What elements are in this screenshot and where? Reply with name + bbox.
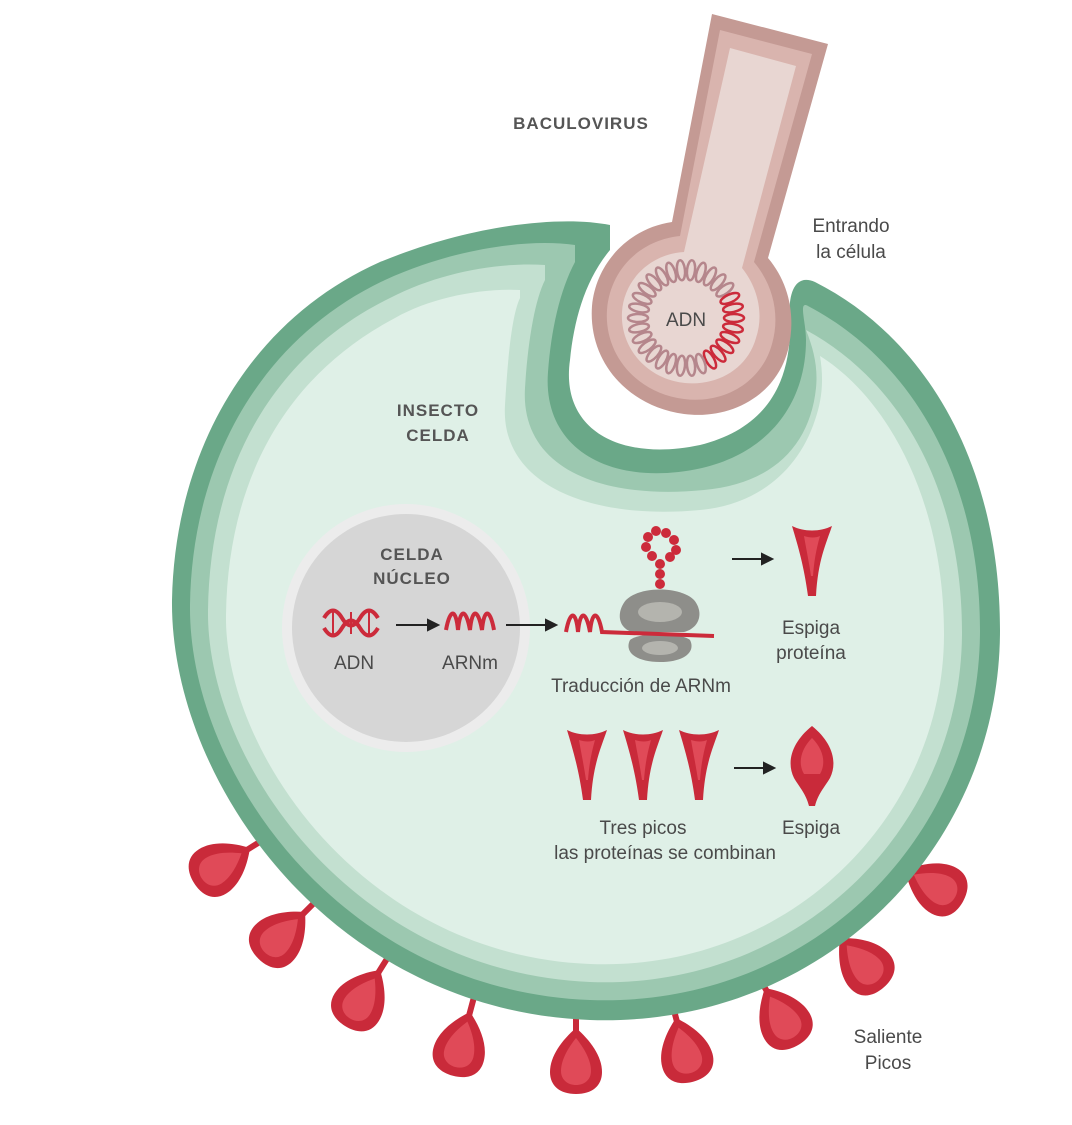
nucleus-dna-label: ADN	[334, 653, 374, 674]
trimer-spike-icon	[790, 726, 834, 806]
dna-coil-turn	[626, 312, 650, 324]
dna-coil-turn	[721, 322, 745, 334]
cell-nucleus: CELDA NÚCLEO ADN ARNm	[282, 504, 530, 752]
protruding-label-line1: Saliente	[854, 1027, 923, 1048]
nucleus-title-line2: NÚCLEO	[373, 569, 451, 588]
translation: Traducción de ARNm Espiga proteína	[506, 526, 846, 697]
dna-coil-turn	[685, 259, 697, 282]
dna-coil-turn	[645, 344, 663, 363]
dna-coil-turn	[637, 338, 657, 355]
mrna-strand-icon	[564, 613, 715, 638]
dna-coil-turn	[715, 338, 735, 355]
arrow-right-icon	[734, 761, 777, 775]
trimer-assembly: Tres picos las proteínas se combinan Esp…	[554, 726, 840, 864]
dna-coil-turn	[685, 354, 697, 377]
virus-dna-coil-icon	[626, 259, 746, 377]
dna-coil-turn	[645, 273, 663, 292]
dna-coil-turn	[721, 302, 745, 314]
dna-coil-turn	[694, 352, 707, 375]
three-spikes-label-line1: Tres picos	[600, 818, 687, 839]
dna-coil-turn	[675, 354, 687, 377]
mrna-label: ARNm	[442, 653, 498, 674]
dna-coil-turn	[702, 349, 718, 370]
dna-coil-turn	[694, 261, 707, 284]
dna-coil-turn	[675, 259, 687, 282]
virus-dna-label: ADN	[666, 310, 706, 331]
dna-coil-turn	[631, 291, 653, 306]
dna-coil-turn	[654, 349, 670, 370]
nucleus-title-line1: CELDA	[380, 545, 444, 564]
three-spikes-label-line2: las proteínas se combinan	[554, 843, 776, 864]
dna-coil-turn	[715, 281, 735, 298]
baculovirus: ADN	[591, 14, 828, 415]
dna-coil-turn	[627, 302, 651, 314]
entering-label-line2: la célula	[816, 242, 886, 263]
baculovirus-title: BACULOVIRUS	[513, 114, 649, 133]
arrow-right-icon	[732, 552, 775, 566]
dna-coil-turn	[719, 291, 741, 306]
entering-label-line1: Entrando	[812, 216, 889, 237]
spike-label: Espiga	[782, 818, 841, 839]
cytoplasm	[225, 289, 945, 965]
insect-cell-title-line1: INSECTO	[397, 401, 479, 420]
dna-coil-turn	[719, 330, 741, 345]
insect-cell-title-line2: CELDA	[406, 426, 470, 445]
dna-coil-turn	[627, 322, 651, 334]
mrna-strand-icon	[444, 611, 496, 631]
dna-helix-icon	[322, 608, 380, 638]
spike-protein-label-line1: Espiga	[782, 618, 841, 639]
dna-coil-turn	[709, 344, 727, 363]
dna-coil-turn	[702, 266, 718, 287]
virus-capsid	[624, 256, 748, 380]
ribosome-icon	[619, 589, 700, 662]
dna-coil-turn	[722, 312, 746, 324]
polypeptide-chain-icon	[641, 526, 681, 589]
dna-coil-turn	[631, 330, 653, 345]
dna-coil-turn	[665, 352, 678, 375]
protruding-label-line2: Picos	[865, 1053, 911, 1074]
dna-coil-turn	[709, 273, 727, 292]
spike-protein-label-line2: proteína	[776, 643, 846, 664]
translation-label: Traducción de ARNm	[551, 676, 731, 697]
spike-icon	[550, 1012, 602, 1094]
arrow-right-icon	[396, 618, 441, 632]
dna-coil-turn	[637, 281, 657, 298]
dna-coil-turn	[654, 266, 670, 287]
dna-coil-turn	[665, 261, 678, 284]
insect-cell	[171, 221, 1001, 1021]
arrow-right-icon	[506, 618, 559, 632]
